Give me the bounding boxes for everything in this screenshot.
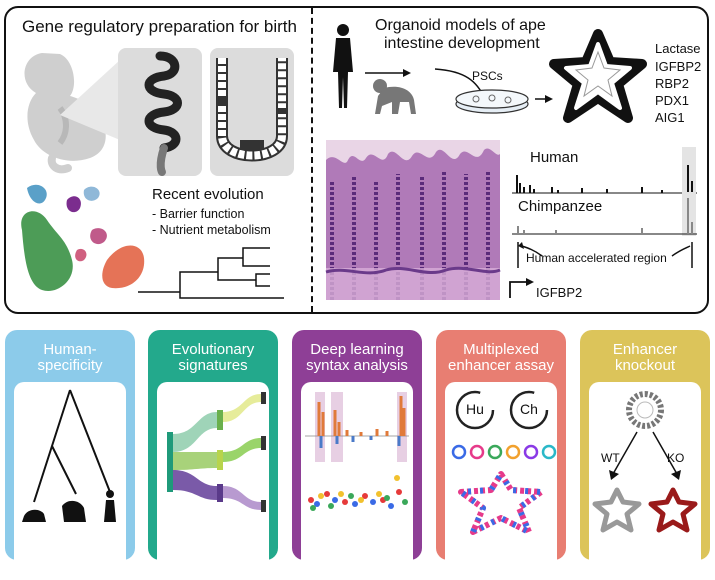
assay-label-hu: Hu [466, 401, 484, 417]
panel-title: Enhancer knockout [612, 341, 678, 374]
panel-content [14, 382, 126, 580]
panel-content: WT KO [589, 382, 701, 580]
panel-title: Evolutionary signatures [171, 341, 255, 374]
assay-circles [451, 390, 557, 535]
species-tree [22, 389, 116, 522]
recent-evolution-item: - Nutrient metabolism [152, 223, 271, 237]
panel-enhancer-knockout: Enhancer knockout WT KO [580, 330, 710, 580]
histology-image [325, 140, 501, 300]
attribution-plot [305, 392, 409, 511]
stomach-intestine-icon [144, 51, 182, 176]
panel-human-specificity: Human- specificity [5, 330, 135, 580]
chimp-track [512, 192, 697, 236]
gene-list-item: PDX1 [655, 93, 689, 108]
track-label-human: Human [530, 149, 579, 166]
panel-title: Human- specificity [37, 341, 103, 374]
knockout-label-ko: KO [667, 451, 685, 465]
har-label: Human accelerated region [526, 251, 667, 265]
umap-cluster-plot [21, 184, 145, 291]
panel-content: Hu Ch [445, 382, 557, 580]
human-track [512, 147, 697, 194]
gene-list-item: IGFBP2 [655, 59, 702, 74]
track-label-chimp: Chimpanzee [518, 198, 603, 215]
phylogenetic-tree [138, 247, 284, 299]
chimpanzee-silhouette-icon [373, 79, 416, 114]
gene-list-item: AIG1 [655, 110, 685, 125]
panel-multiplexed-assay: Multiplexed enhancer assay Hu Ch [436, 330, 566, 580]
zoom-wedge [60, 60, 120, 140]
tss-arrow-icon [509, 278, 534, 298]
right-section-title: Organoid models of ape [375, 17, 546, 34]
human-silhouette-icon [333, 24, 353, 108]
recent-evolution-heading: Recent evolution [152, 186, 264, 203]
right-section-title: intestine development [384, 35, 540, 52]
gene-list-item: RBP2 [655, 76, 689, 91]
panel-deep-learning: Deep learning syntax analysis [292, 330, 422, 580]
section-divider [311, 8, 313, 312]
panel-content [157, 382, 269, 580]
recent-evolution-item: - Barrier function [152, 207, 245, 221]
knockout-diagram [592, 391, 698, 533]
panel-title: Deep learning syntax analysis [306, 341, 408, 374]
left-section-title: Gene regulatory preparation for birth [22, 17, 297, 36]
overview-frame [4, 6, 709, 314]
gene-list-item: Lactase [655, 41, 701, 56]
organoid-icon [549, 29, 647, 123]
culture-dish-icon [455, 89, 529, 114]
har-bracket [517, 242, 693, 268]
panel-evolutionary-signatures: Evolutionary signatures [148, 330, 278, 580]
knockout-label-wt: WT [601, 451, 620, 465]
panel-title: Multiplexed enhancer assay [448, 341, 554, 374]
pscs-label: PSCs [472, 69, 503, 83]
assay-label-ch: Ch [520, 401, 538, 417]
gene-label: IGFBP2 [536, 285, 583, 300]
panel-content [301, 382, 413, 580]
crypt-villus-icon [216, 58, 288, 162]
sankey-diagram [167, 392, 266, 512]
